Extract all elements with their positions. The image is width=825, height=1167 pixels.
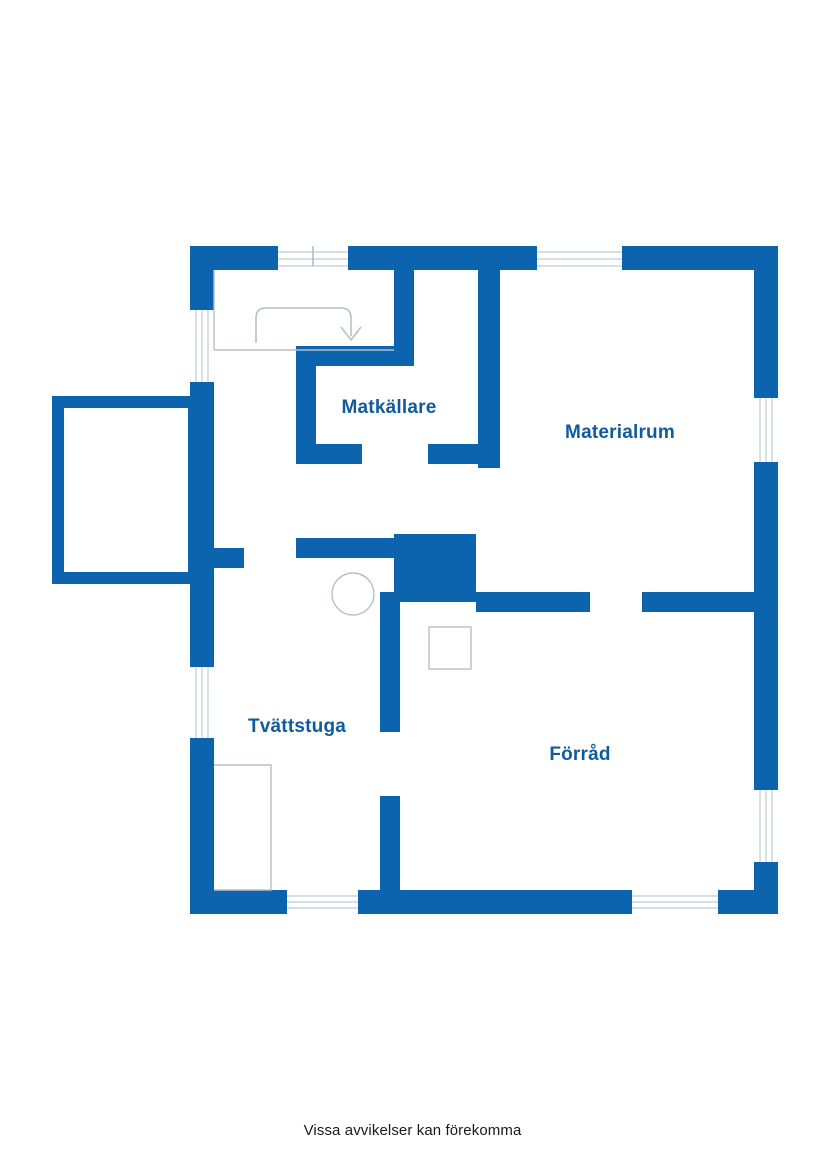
wall-matkallare-bottom-left: [296, 444, 362, 464]
wall-right-upper: [754, 246, 778, 398]
window-left-lower: [190, 667, 214, 738]
annex-wall-right: [188, 396, 200, 584]
wall-central-block: [394, 534, 476, 602]
wall-interior-stair-right: [394, 246, 414, 358]
counter-unit-outline: [214, 764, 272, 891]
wall-matkallare-bottom-right: [428, 444, 480, 464]
circular-drain-icon: [331, 572, 375, 616]
window-left-upper: [190, 310, 214, 382]
annex-wall-left: [52, 396, 64, 584]
windows-group: [190, 246, 778, 914]
wall-partition-upper: [380, 592, 400, 732]
window-top-left: [278, 246, 348, 270]
annex-wall-top: [52, 396, 200, 408]
window-right-lower: [754, 790, 778, 862]
wall-matkallare-left: [296, 346, 316, 464]
fixtures-group: [213, 270, 472, 891]
room-label-matkallare: Matkällare: [342, 397, 437, 418]
wall-interior-vertical-materialrum: [478, 246, 500, 468]
window-right-upper: [754, 398, 778, 462]
wall-top-middle: [348, 246, 537, 270]
wall-left-upper: [190, 246, 214, 310]
wall-bottom-middle: [358, 890, 632, 914]
wall-bottom-left: [190, 890, 287, 914]
staircase-outline: [213, 270, 394, 351]
wall-matkallare-top: [296, 346, 414, 366]
window-top-right: [537, 246, 622, 270]
wall-forrad-top-right: [642, 592, 758, 612]
walls-group: [52, 246, 778, 914]
room-labels-group: Matkällare Materialrum Tvättstuga Förråd: [248, 397, 675, 765]
window-bottom-left: [287, 890, 358, 914]
wall-stub-left-mid: [206, 548, 244, 568]
wall-central-horizontal-lower: [476, 592, 590, 612]
wall-left-lower: [190, 738, 214, 914]
window-bottom-right: [632, 890, 718, 914]
wall-top-right: [622, 246, 778, 270]
annex-wall-bottom: [52, 572, 200, 584]
stair-direction-arrow-icon: [255, 307, 362, 343]
wall-bottom-right: [718, 890, 778, 914]
wall-partition-lower: [380, 796, 400, 902]
disclaimer-caption: Vissa avvikelser kan förekomma: [303, 1122, 522, 1139]
room-label-tvattstuga: Tvättstuga: [248, 716, 346, 737]
room-label-forrad: Förråd: [549, 744, 610, 765]
room-label-materialrum: Materialrum: [565, 422, 675, 443]
wall-right-middle: [754, 462, 778, 790]
floor-hatch-icon: [428, 626, 472, 670]
